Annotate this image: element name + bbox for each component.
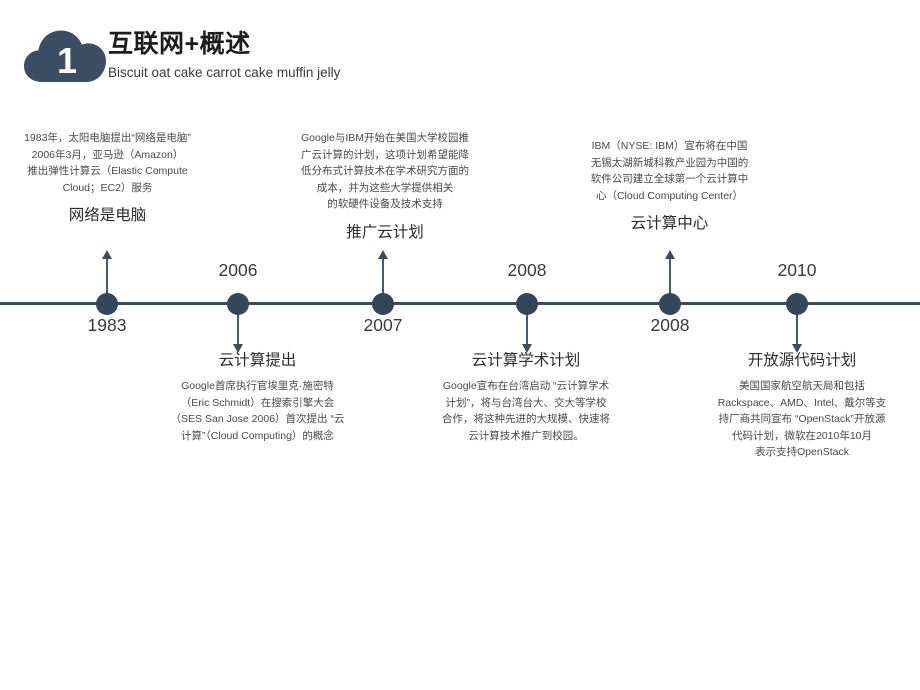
badge-number: 1 [57, 40, 77, 81]
connector-arrow-1983 [102, 250, 112, 259]
year-label-2008b: 2008 [650, 315, 690, 335]
connector-stem-1983 [106, 258, 108, 302]
page-title: 互联网+概述 [108, 30, 251, 58]
event-body-2007: Google与IBM开始在美国大学校园推 广云计算的计划，这项计划希望能降 低分… [300, 132, 470, 210]
header-text-group: 互联网+概述 Biscuit oat cake carrot cake muff… [108, 28, 340, 83]
event-body-2008a: Google宣布在台湾启动 “云计算学术 计划”，将与台湾台大、交大等学校 合作… [442, 380, 610, 442]
timeline-node-2010[interactable] [786, 293, 808, 315]
timeline-node-2006[interactable] [227, 293, 249, 315]
timeline-node-2007[interactable] [372, 293, 394, 315]
connector-stem-2010 [796, 305, 798, 345]
connector-arrow-2008a [522, 344, 532, 353]
event-body-2008b: IBM（NYSE: IBM）宣布将在中国 无锡太湖新城科教产业园为中国的 软件公… [590, 140, 749, 202]
connector-arrow-2007 [378, 250, 388, 259]
timeline-axis [0, 302, 920, 305]
connector-arrow-2010 [792, 344, 802, 353]
event-heading-2007: 推广云计划 [346, 223, 424, 241]
connector-stem-2006 [237, 305, 239, 345]
event-body-2010: 美国国家航空航天局和包括 Rackspace、AMD、Intel、戴尔等支 持厂… [717, 380, 887, 458]
year-label-2010: 2010 [777, 260, 817, 280]
timeline-node-2008a[interactable] [516, 293, 538, 315]
event-block-1983: 1983年，太阳电脑提出“网络是电脑” 2006年3月，亚马逊（Amazon） … [5, 130, 210, 227]
event-heading-1983: 网络是电脑 [68, 207, 147, 224]
event-body-2006: Google首席执行官埃里克·施密特 （Eric Schmidt）在搜索引擎大会… [170, 380, 345, 442]
event-block-2006: 云计算提出 Google首席执行官埃里克·施密特 （Eric Schmidt）在… [135, 350, 380, 444]
page-subtitle: Biscuit oat cake carrot cake muffin jell… [108, 65, 341, 80]
event-block-2008b: IBM（NYSE: IBM）宣布将在中国 无锡太湖新城科教产业园为中国的 软件公… [557, 138, 782, 235]
timeline-node-1983[interactable] [96, 293, 118, 315]
event-block-2008a: 云计算学术计划 Google宣布在台湾启动 “云计算学术 计划”，将与台湾台大、… [415, 350, 637, 444]
timeline-node-2008b[interactable] [659, 293, 681, 315]
event-heading-2008b: 云计算中心 [630, 215, 709, 232]
connector-stem-2008b [669, 258, 671, 302]
year-label-2007: 2007 [363, 315, 403, 335]
event-block-2010: 开放源代码计划 美国国家航空航天局和包括 Rackspace、AMD、Intel… [688, 350, 916, 461]
event-heading-2008a: 云计算学术计划 [471, 352, 581, 369]
connector-stem-2007 [382, 258, 384, 302]
event-heading-2006: 云计算提出 [218, 352, 297, 369]
event-body-1983: 1983年，太阳电脑提出“网络是电脑” 2006年3月，亚马逊（Amazon） … [24, 132, 191, 194]
connector-stem-2008a [526, 305, 528, 345]
event-heading-2010: 开放源代码计划 [747, 352, 857, 369]
page-header: 1 互联网+概述 Biscuit oat cake carrot cake mu… [0, 0, 920, 110]
connector-arrow-2006 [233, 344, 243, 353]
year-label-2008a: 2008 [507, 260, 547, 280]
year-label-2006: 2006 [218, 260, 258, 280]
year-label-1983: 1983 [87, 315, 127, 335]
connector-arrow-2008b [665, 250, 675, 259]
cloud-icon: 1 [22, 26, 114, 86]
event-block-2007: Google与IBM开始在美国大学校园推 广云计算的计划，这项计划希望能降 低分… [275, 130, 495, 244]
